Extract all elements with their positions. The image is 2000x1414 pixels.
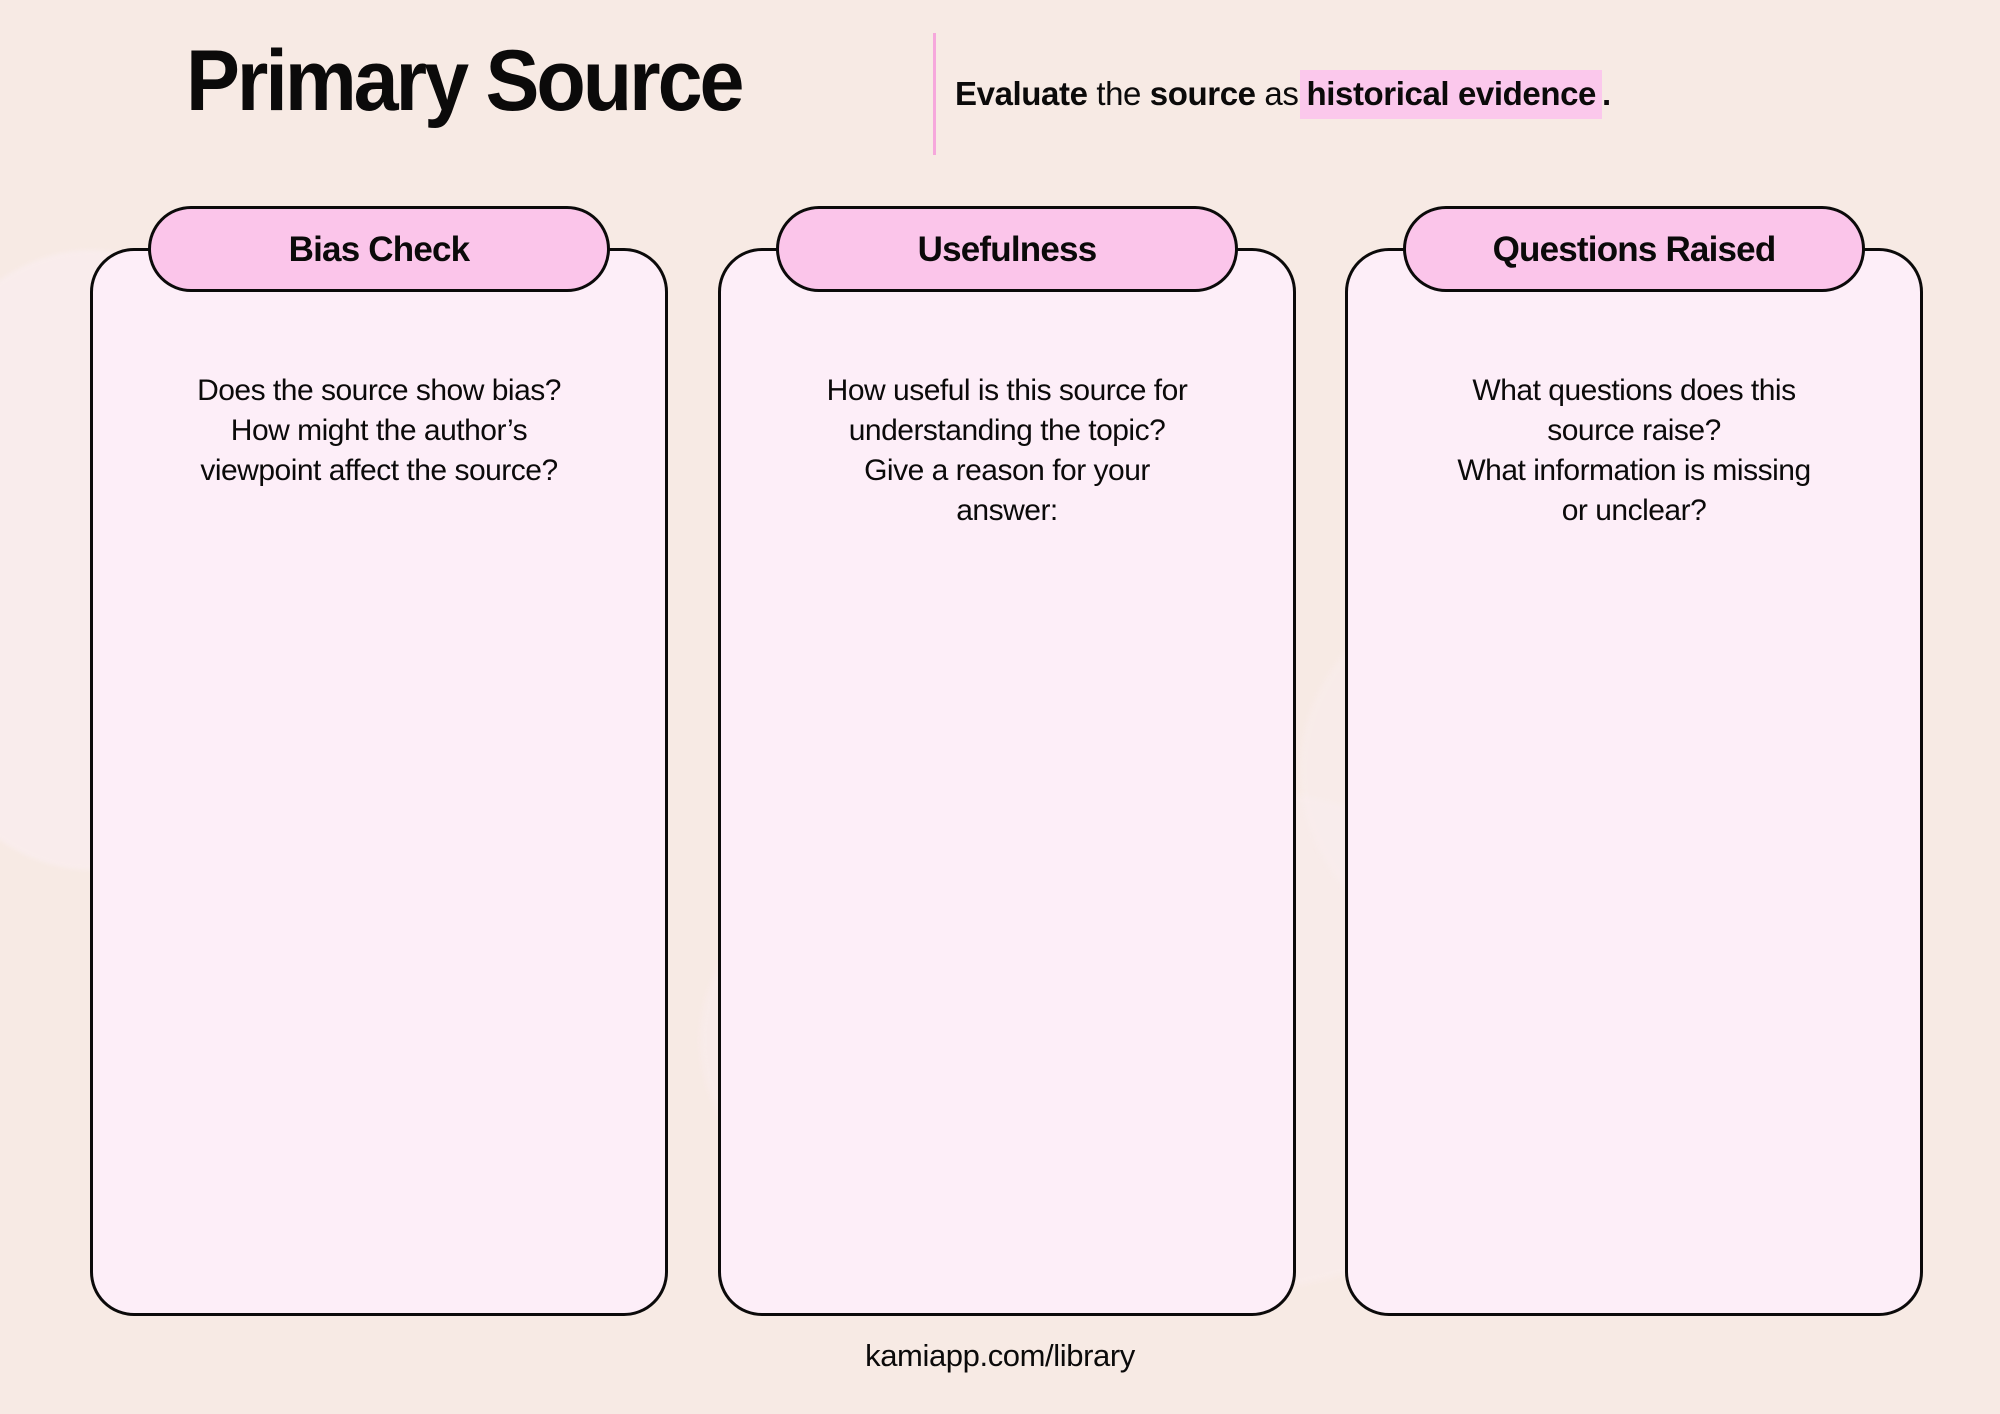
card-questions-raised-prompt: What questions does this source raise? W… [1457, 374, 1811, 527]
card-usefulness-title: Usefulness [917, 229, 1098, 269]
card-bias-check: Does the source show bias? How might the… [90, 206, 668, 1316]
worksheet-footer: kamiapp.com/library [0, 1338, 2000, 1374]
card-questions-raised-header-pill: Questions Raised [1403, 206, 1865, 292]
card-usefulness: How useful is this source for understand… [718, 206, 1296, 1316]
card-bias-check-body: Does the source show bias? How might the… [90, 248, 668, 1316]
worksheet-card-row: Does the source show bias? How might the… [0, 206, 2000, 1316]
footer-link[interactable]: kamiapp.com/library [865, 1338, 1135, 1373]
subtitle-word-source: source [1149, 75, 1256, 112]
card-usefulness-writing-area[interactable] [745, 551, 1269, 1289]
card-usefulness-header-pill: Usefulness [776, 206, 1238, 292]
card-bias-check-header-pill: Bias Check [148, 206, 610, 292]
card-bias-check-title: Bias Check [288, 229, 471, 269]
subtitle-word-as: as [1264, 75, 1299, 112]
card-questions-raised-writing-area[interactable] [1372, 551, 1896, 1289]
card-bias-check-writing-area[interactable] [117, 551, 641, 1289]
subtitle-highlight-historical-evidence: historical evidence [1300, 70, 1602, 119]
card-usefulness-body: How useful is this source for understand… [718, 248, 1296, 1316]
title-divider [933, 33, 936, 155]
card-questions-raised-title: Questions Raised [1492, 229, 1777, 269]
subtitle-word-evaluate: Evaluate [955, 75, 1088, 112]
page-title: Primary Source [186, 33, 745, 129]
subtitle-period: . [1602, 75, 1611, 112]
card-usefulness-prompt: How useful is this source for understand… [826, 374, 1188, 527]
card-questions-raised: What questions does this source raise? W… [1345, 206, 1923, 1316]
card-bias-check-prompt: Does the source show bias? How might the… [197, 374, 561, 487]
subtitle-word-the: the [1096, 75, 1142, 112]
card-questions-raised-body: What questions does this source raise? W… [1345, 248, 1923, 1316]
